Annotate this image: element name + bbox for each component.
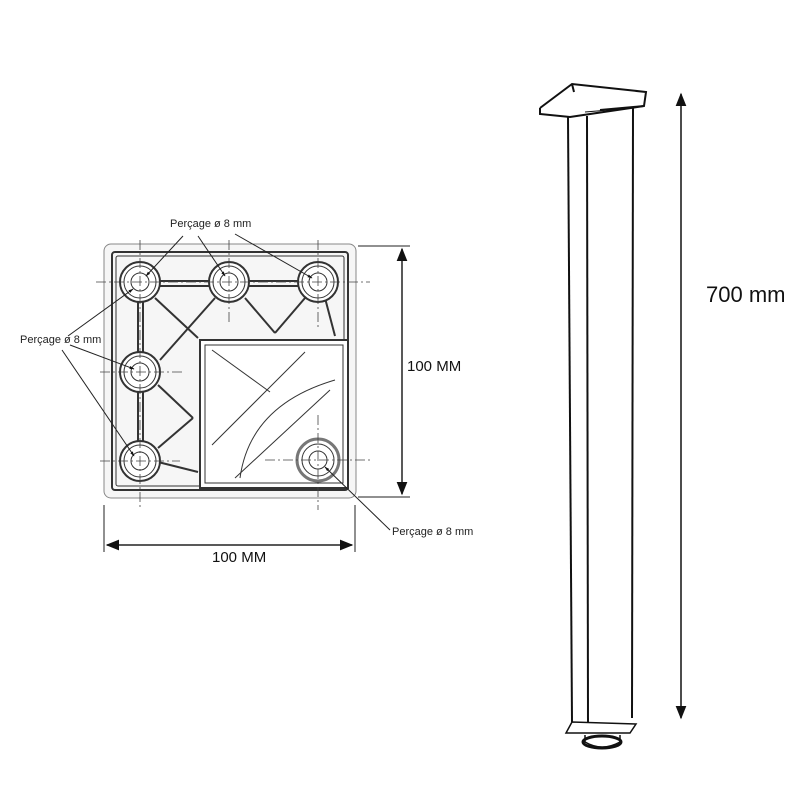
- drill-label-left: Perçage ø 8 mm: [20, 334, 102, 346]
- drill-label-top: Perçage ø 8 mm: [170, 218, 252, 230]
- leader-lines: [61, 233, 391, 531]
- table-leg: [539, 82, 648, 750]
- leg-length-label: 700 mm: [706, 282, 786, 307]
- drill-label-bottom-right: Perçage ø 8 mm: [392, 526, 474, 538]
- plate-width-label: 100 MM: [212, 549, 267, 566]
- mounting-plate: [96, 240, 370, 510]
- plate-height-label: 100 MM: [407, 358, 462, 375]
- plate-dimensions: [103, 245, 410, 552]
